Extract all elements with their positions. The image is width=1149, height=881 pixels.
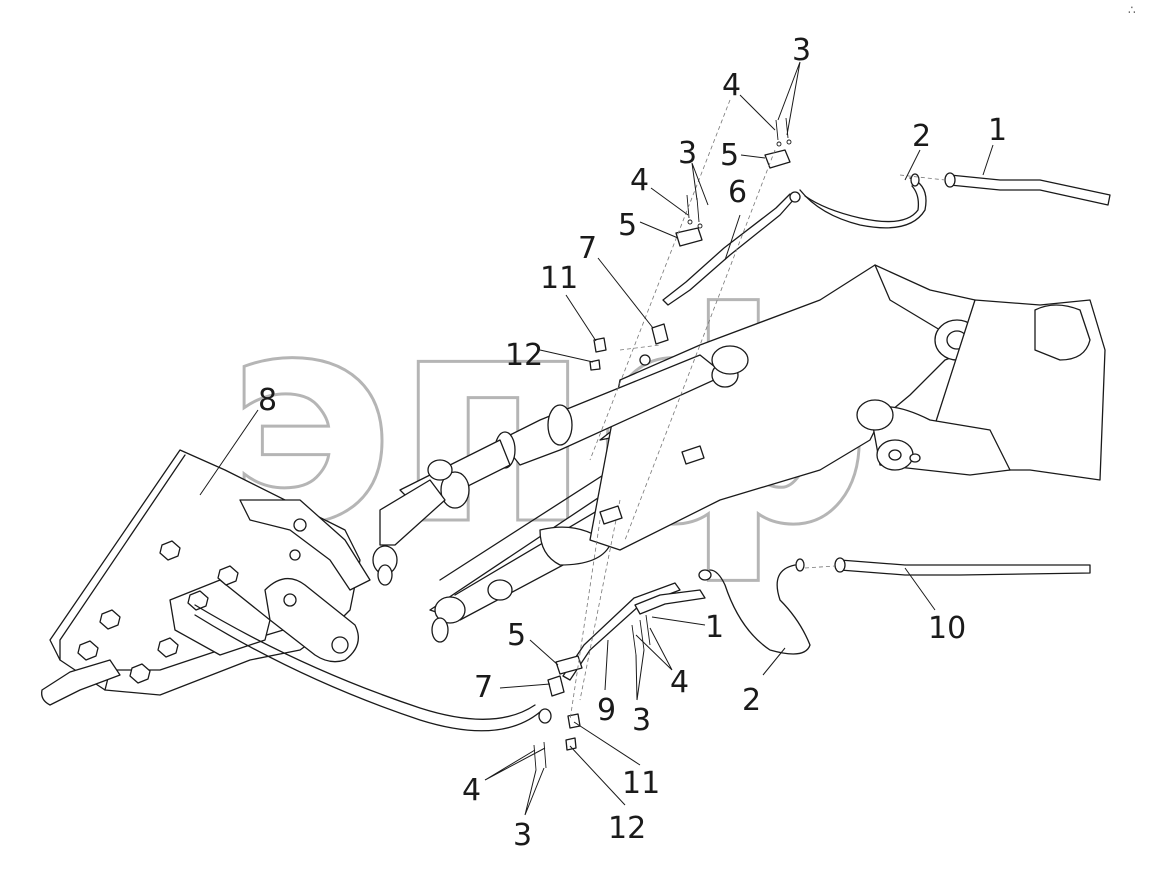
callout-7: 7 [474, 670, 493, 705]
hose-2-upper [799, 177, 927, 229]
pipe-1-lower [634, 589, 706, 615]
hammer-hose [194, 614, 541, 732]
hose-2-lower [709, 564, 811, 655]
corner-mark: ∴ [1128, 3, 1136, 17]
callout-1: 1 [705, 610, 724, 645]
callout-12: 12 [505, 338, 543, 373]
callout-4: 4 [722, 68, 741, 103]
callout-3: 3 [513, 818, 532, 853]
pipe-10 [839, 559, 1091, 576]
hydraulic-hammer [41, 449, 371, 706]
lower-hose-set [194, 499, 1091, 771]
callout-3: 3 [678, 136, 697, 171]
hydraulic-cylinder [372, 345, 749, 586]
callout-2: 2 [742, 683, 761, 718]
callout-4: 4 [670, 665, 689, 700]
callout-6: 6 [728, 175, 747, 210]
callout-2: 2 [912, 119, 931, 154]
callout-1: 1 [988, 113, 1007, 148]
callout-8: 8 [258, 383, 277, 418]
callout-5: 5 [507, 618, 526, 653]
clamp-5-upper [764, 149, 791, 169]
leader-lines [199, 61, 994, 816]
excavator-boom [589, 264, 1106, 551]
callout-3: 3 [632, 703, 651, 738]
pipe-1-upper [949, 174, 1111, 206]
callout-7: 7 [578, 231, 597, 266]
callout-11: 11 [540, 261, 578, 296]
callout-3: 3 [792, 33, 811, 68]
callout-10: 10 [928, 611, 966, 646]
callout-4: 4 [462, 773, 481, 808]
callout-5: 5 [618, 208, 637, 243]
boom-clamps [599, 445, 705, 525]
callout-11: 11 [622, 766, 660, 801]
callout-labels: 1 2 3 4 5 3 4 5 6 7 11 12 8 10 1 2 4 3 9… [258, 33, 1007, 853]
callout-4: 4 [630, 163, 649, 198]
callout-9: 9 [597, 693, 616, 728]
upper-hose-set [589, 99, 1111, 541]
callout-5: 5 [720, 138, 739, 173]
callout-12: 12 [608, 811, 646, 846]
